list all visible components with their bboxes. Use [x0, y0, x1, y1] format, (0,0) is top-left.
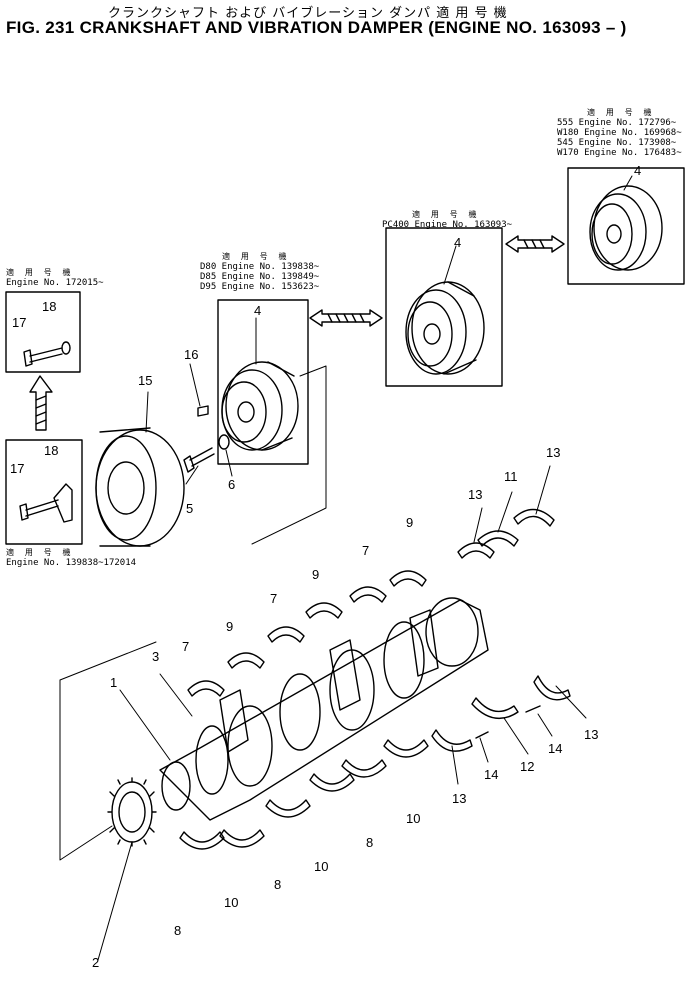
- callout-5: 5: [186, 501, 194, 516]
- bearing-shell-icon: [180, 740, 428, 849]
- callout-8: 8: [366, 835, 374, 850]
- callout-13: 13: [584, 727, 599, 742]
- washer-icon: [62, 342, 70, 354]
- callout-12: 12: [520, 759, 535, 774]
- frame-bolt-new: [6, 292, 80, 372]
- callout-7: 7: [362, 543, 370, 558]
- callout-3: 3: [152, 649, 160, 664]
- crank-gear-icon: [108, 778, 156, 846]
- frame-bolt-old: [6, 440, 82, 544]
- callout-18: 18: [44, 443, 59, 458]
- note-line: PC400 Engine No. 163093~: [382, 220, 513, 230]
- callout-4: 4: [454, 235, 462, 250]
- callout-16: 16: [184, 347, 199, 362]
- lock-plate-icon: [54, 484, 72, 522]
- double-arrow-icon: [310, 310, 382, 326]
- callout-7: 7: [182, 639, 190, 654]
- pulley-icon: [96, 428, 184, 546]
- note-damper-d: 適 用 号 機 D80 Engine No. 139838~ D85 Engin…: [200, 252, 319, 292]
- double-arrow-icon: [506, 236, 564, 252]
- note-line: 545 Engine No. 173908~: [557, 138, 677, 148]
- callout-15: 15: [138, 373, 153, 388]
- callout-8: 8: [274, 877, 282, 892]
- callout-13: 13: [468, 487, 483, 502]
- bolt-icon: [20, 500, 58, 520]
- note-header: 適 用 号 機: [6, 548, 74, 557]
- callout-10: 10: [406, 811, 421, 826]
- thrust-washer-icon: [472, 698, 518, 718]
- callout-4: 4: [634, 163, 642, 178]
- callout-4: 4: [254, 303, 262, 318]
- japanese-title: クランクシャフト および バイブレーション ダンパ 適 用 号 機: [108, 6, 508, 21]
- note-line: Engine No. 139838~172014: [6, 558, 137, 568]
- callout-11: 11: [504, 469, 518, 484]
- note-line: Engine No. 172015~: [6, 278, 104, 288]
- note-line: D95 Engine No. 153623~: [200, 282, 320, 292]
- leader-lines: [60, 176, 632, 960]
- dowel-pin-icon: [198, 406, 208, 416]
- callout-14: 14: [548, 741, 563, 756]
- note-header: 適 用 号 機: [587, 108, 655, 117]
- callout-9: 9: [312, 567, 320, 582]
- callout-9: 9: [406, 515, 414, 530]
- vibration-damper-icon: [406, 282, 484, 374]
- crankshaft-icon: [160, 598, 488, 820]
- callout-10: 10: [314, 859, 329, 874]
- note-damper-top: 適 用 号 機 555 Engine No. 172796~ W180 Engi…: [557, 108, 682, 158]
- note-line: D85 Engine No. 139849~: [200, 272, 320, 282]
- callout-2: 2: [92, 955, 100, 970]
- note-header: 適 用 号 機: [222, 252, 290, 261]
- callout-18: 18: [42, 299, 57, 314]
- callout-9: 9: [226, 619, 234, 634]
- vibration-damper-icon: [590, 186, 662, 270]
- callout-13: 13: [452, 791, 467, 806]
- bolt-icon: [24, 348, 62, 366]
- note-line: W170 Engine No. 176483~: [557, 148, 682, 158]
- note-line: 555 Engine No. 172796~: [557, 118, 677, 128]
- note-left-top: 適 用 号 機 Engine No. 172015~: [6, 268, 104, 288]
- arrow-up-icon: [30, 376, 52, 430]
- callout-6: 6: [228, 477, 236, 492]
- callout-13: 13: [546, 445, 561, 460]
- note-line: D80 Engine No. 139838~: [200, 262, 320, 272]
- note-line: W180 Engine No. 169968~: [557, 128, 682, 138]
- bearing-shell-icon: [188, 509, 554, 696]
- note-left-bottom: 適 用 号 機 Engine No. 139838~172014: [6, 548, 136, 568]
- bolt-icon: [184, 448, 214, 472]
- thrust-washer-icon: [432, 730, 472, 751]
- callout-7: 7: [270, 591, 278, 606]
- pin-icon: [476, 706, 540, 738]
- callout-8: 8: [174, 923, 182, 938]
- note-damper-pc: 適 用 号 機 PC400 Engine No. 163093~: [382, 210, 512, 230]
- thrust-washer-icon: [534, 676, 570, 700]
- note-header: 適 用 号 機: [412, 210, 480, 219]
- vibration-damper-icon: [222, 362, 298, 450]
- callout-14: 14: [484, 767, 499, 782]
- frame-damper-top: [568, 168, 684, 284]
- note-header: 適 用 号 機: [6, 268, 74, 277]
- callout-17: 17: [12, 315, 27, 330]
- callout-1: 1: [110, 675, 118, 690]
- figure-title: FIG. 231 CRANKSHAFT AND VIBRATION DAMPER…: [6, 18, 627, 37]
- frame-damper-d: [218, 300, 308, 464]
- frame-damper-pc: [386, 228, 502, 386]
- callout-10: 10: [224, 895, 239, 910]
- callout-17: 17: [10, 461, 25, 476]
- washer-icon: [219, 435, 229, 449]
